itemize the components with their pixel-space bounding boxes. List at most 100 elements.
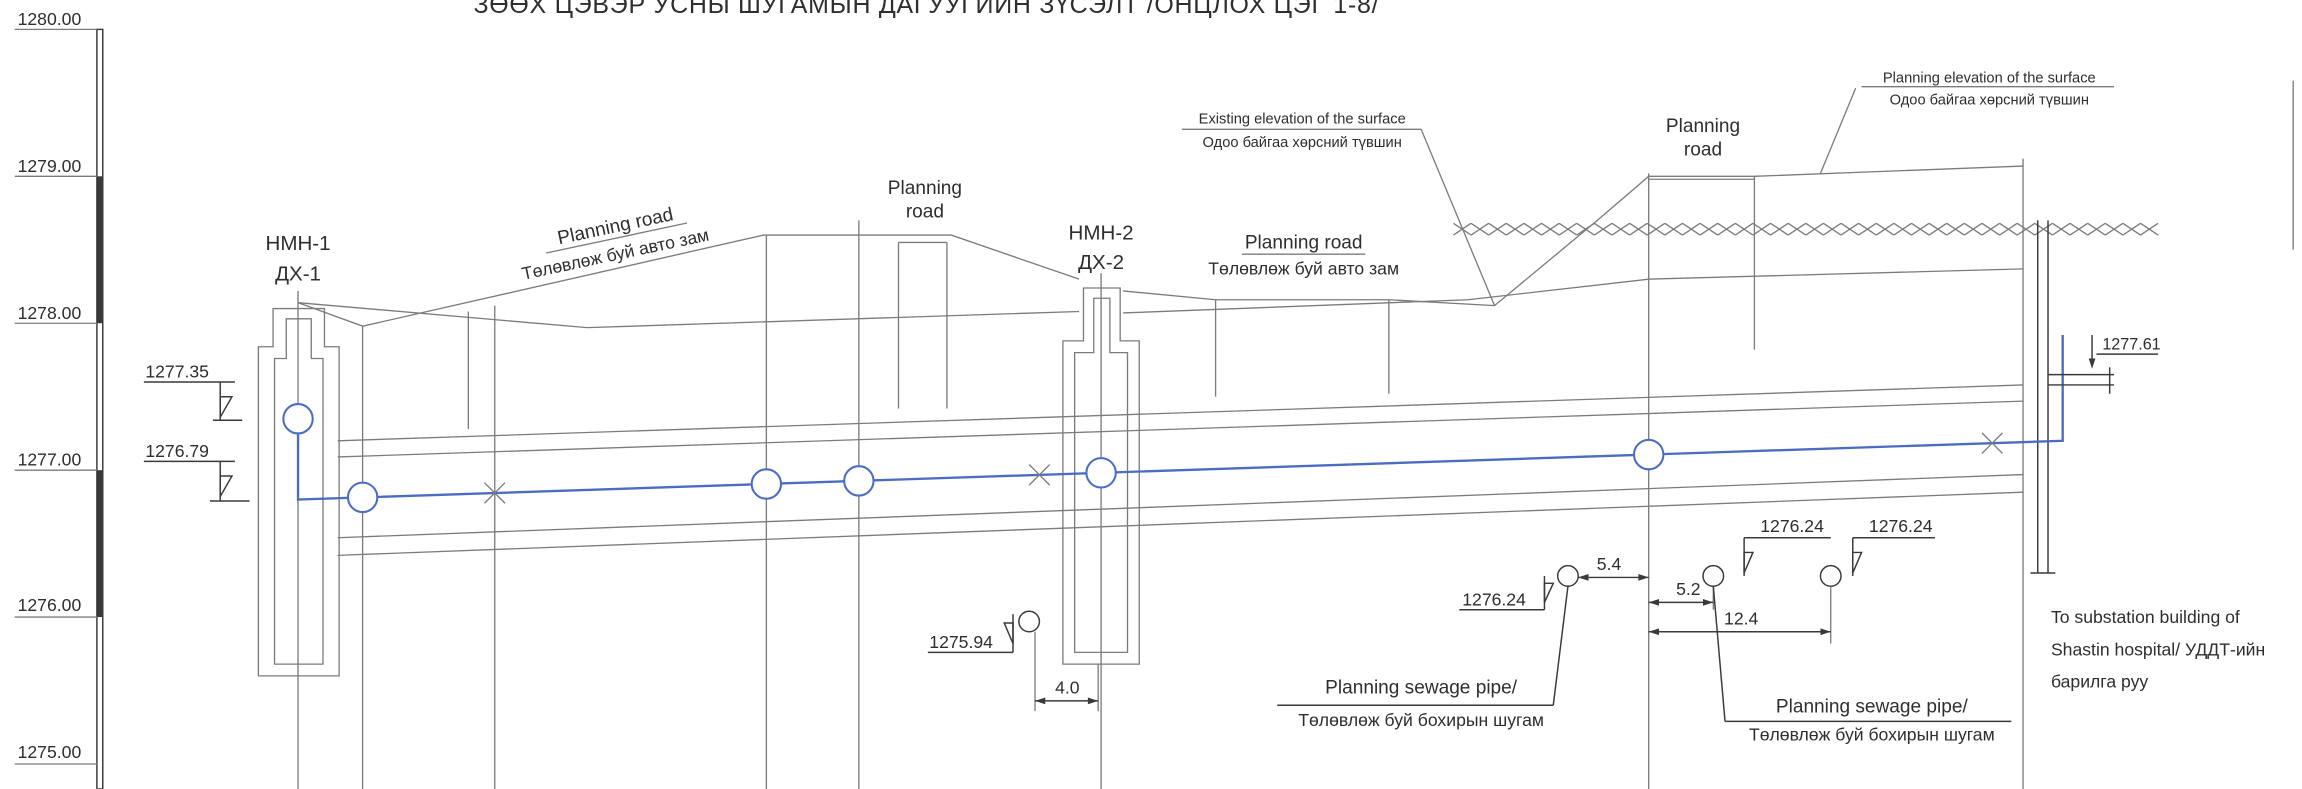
- ground-hatch: [1858, 222, 1877, 236]
- scale-label: 1278.00: [18, 303, 82, 323]
- dimension-label: 4.0: [1055, 677, 1080, 697]
- ground-hatch: [1488, 222, 1507, 236]
- ground-hatch: [1717, 222, 1736, 236]
- manhole-2-name: НМН-2: [1069, 221, 1134, 244]
- ground-hatch: [2052, 222, 2071, 236]
- existing-surface-line: [1123, 268, 2024, 314]
- ground-hatch: [2016, 222, 2036, 236]
- drawing-geometry: [14, 28, 2294, 789]
- dimension-arrow: [1087, 697, 1099, 705]
- destination-line-1: To substation building of: [2051, 607, 2240, 627]
- road-3-label-en: Planning road: [1245, 232, 1363, 253]
- sewage-pipe-1-label-mn: Төлөвлөж буй бохирын шугам: [1298, 710, 1544, 730]
- destination-line-2: Shastin hospital/ УДДТ-ийн: [2051, 639, 2265, 659]
- elevation-mark: 1276.24: [1760, 516, 1824, 536]
- scale-bar-segment: [96, 470, 103, 618]
- leader-line: [1819, 87, 1857, 174]
- crossing-mark: [1028, 464, 1051, 486]
- ground-hatch: [1699, 222, 1719, 236]
- elevation-triangle: [219, 395, 234, 421]
- ground-hatch: [1787, 222, 1807, 236]
- manhole-1-inner: [273, 318, 324, 665]
- road-4-label-line2: road: [1684, 140, 1722, 161]
- dimension-label: 5.2: [1676, 579, 1700, 599]
- ground-hatch: [2069, 222, 2089, 236]
- pipe-node-circle: [843, 465, 875, 497]
- ground-hatch: [1541, 222, 1560, 236]
- ground-hatch: [1752, 222, 1771, 236]
- manhole-2-inner: [1073, 297, 1129, 654]
- ground-hatch: [1981, 222, 2000, 236]
- pipe-node-circle: [282, 403, 314, 435]
- scale-label: 1277.00: [18, 450, 82, 470]
- ground-hatch: [1646, 222, 1666, 236]
- leader-line: [1552, 586, 1569, 706]
- elevation-mark: 1277.35: [145, 362, 209, 382]
- sewage-pipe-circle: [1819, 564, 1842, 587]
- ground-hatch: [1523, 222, 1542, 236]
- ground-hatch: [1576, 222, 1595, 236]
- scale-bar-frame: [96, 28, 104, 789]
- dimension-arrow: [1820, 628, 1831, 636]
- ground-hatch: [1911, 222, 1930, 236]
- scale-label: 1279.00: [18, 156, 82, 176]
- ground-hatch: [1875, 222, 1895, 236]
- road-4-label-line1: Planning: [1666, 116, 1740, 137]
- ground-hatch: [2122, 222, 2141, 236]
- scale-label: 1280.00: [18, 9, 82, 29]
- ground-hatch: [1470, 222, 1490, 236]
- elevation-triangle: [1743, 551, 1755, 574]
- sewage-pipe-circle: [1556, 564, 1579, 587]
- manhole-2-code: ДХ-2: [1078, 251, 1124, 274]
- ground-hatch: [1558, 222, 1578, 236]
- ground-hatch: [1594, 222, 1613, 236]
- scale-label: 1275.00: [18, 742, 82, 762]
- ground-hatch: [1840, 222, 1859, 236]
- ground-hatch: [1946, 222, 1965, 236]
- ground-hatch: [1664, 222, 1683, 236]
- dimension-label: 12.4: [1724, 608, 1758, 628]
- pipe-node-circle: [750, 468, 783, 500]
- corridor-line: [337, 384, 2024, 442]
- crossing-mark: [484, 482, 506, 504]
- pipe-node-circle: [1085, 457, 1117, 489]
- destination-line-3: барилга руу: [2051, 672, 2148, 692]
- planning-surface-line: [1123, 165, 2024, 307]
- planning-surface-label-en: Planning elevation of the surface: [1883, 70, 2096, 86]
- manhole-1-name: НМН-1: [266, 232, 331, 255]
- road-2-label-line1: Planning: [888, 178, 962, 199]
- corridor-line: [337, 491, 2024, 557]
- sewage-pipe-2-label-en: Planning sewage pipe/: [1776, 697, 1969, 718]
- manhole-1-code: ДХ-1: [275, 263, 321, 286]
- elevation-mark: 1276.24: [1869, 516, 1933, 536]
- dimension-arrow: [1648, 628, 1659, 636]
- ground-hatch: [2087, 222, 2106, 236]
- scale-bar-segment: [96, 176, 103, 324]
- corridor-line: [337, 473, 2024, 539]
- existing-surface-label-mn: Одоо байгаа хөрсний түвшин: [1203, 135, 1402, 151]
- existing-surface-label-en: Existing elevation of the surface: [1199, 111, 1406, 127]
- road-3-label-mn: Төлөвлөж буй авто зам: [1208, 259, 1399, 279]
- dimension-arrow: [1703, 599, 1714, 606]
- leader-line: [1420, 129, 1496, 306]
- ground-hatch: [1734, 222, 1754, 236]
- elevation-mark: 1275.94: [929, 632, 993, 652]
- corridor-line: [337, 400, 2024, 458]
- dimension-arrow: [1648, 599, 1659, 606]
- sewage-pipe-circle: [1018, 610, 1041, 633]
- ground-hatch: [1928, 222, 1948, 236]
- drawing-text: ЗӨӨХ ЦЭВЭР УСНЫ ШУГАМЫН ДАГУУГИЙН ЗҮСЭЛТ…: [18, 0, 2266, 762]
- ground-hatch: [1682, 222, 1701, 236]
- dimension-arrow: [1035, 697, 1046, 705]
- ground-hatch: [1893, 222, 1912, 236]
- sewage-pipe-circle: [1702, 564, 1725, 587]
- pipe-node-circle: [346, 481, 379, 514]
- scale-label: 1276.00: [18, 595, 82, 615]
- ground-hatch: [1999, 222, 2018, 236]
- sewage-pipe-1-label-en: Planning sewage pipe/: [1325, 677, 1518, 698]
- planning-surface-line: [297, 234, 1080, 327]
- leader-line: [1712, 586, 1726, 722]
- ground-hatch: [1823, 222, 1842, 236]
- dimension-arrow: [1638, 574, 1649, 581]
